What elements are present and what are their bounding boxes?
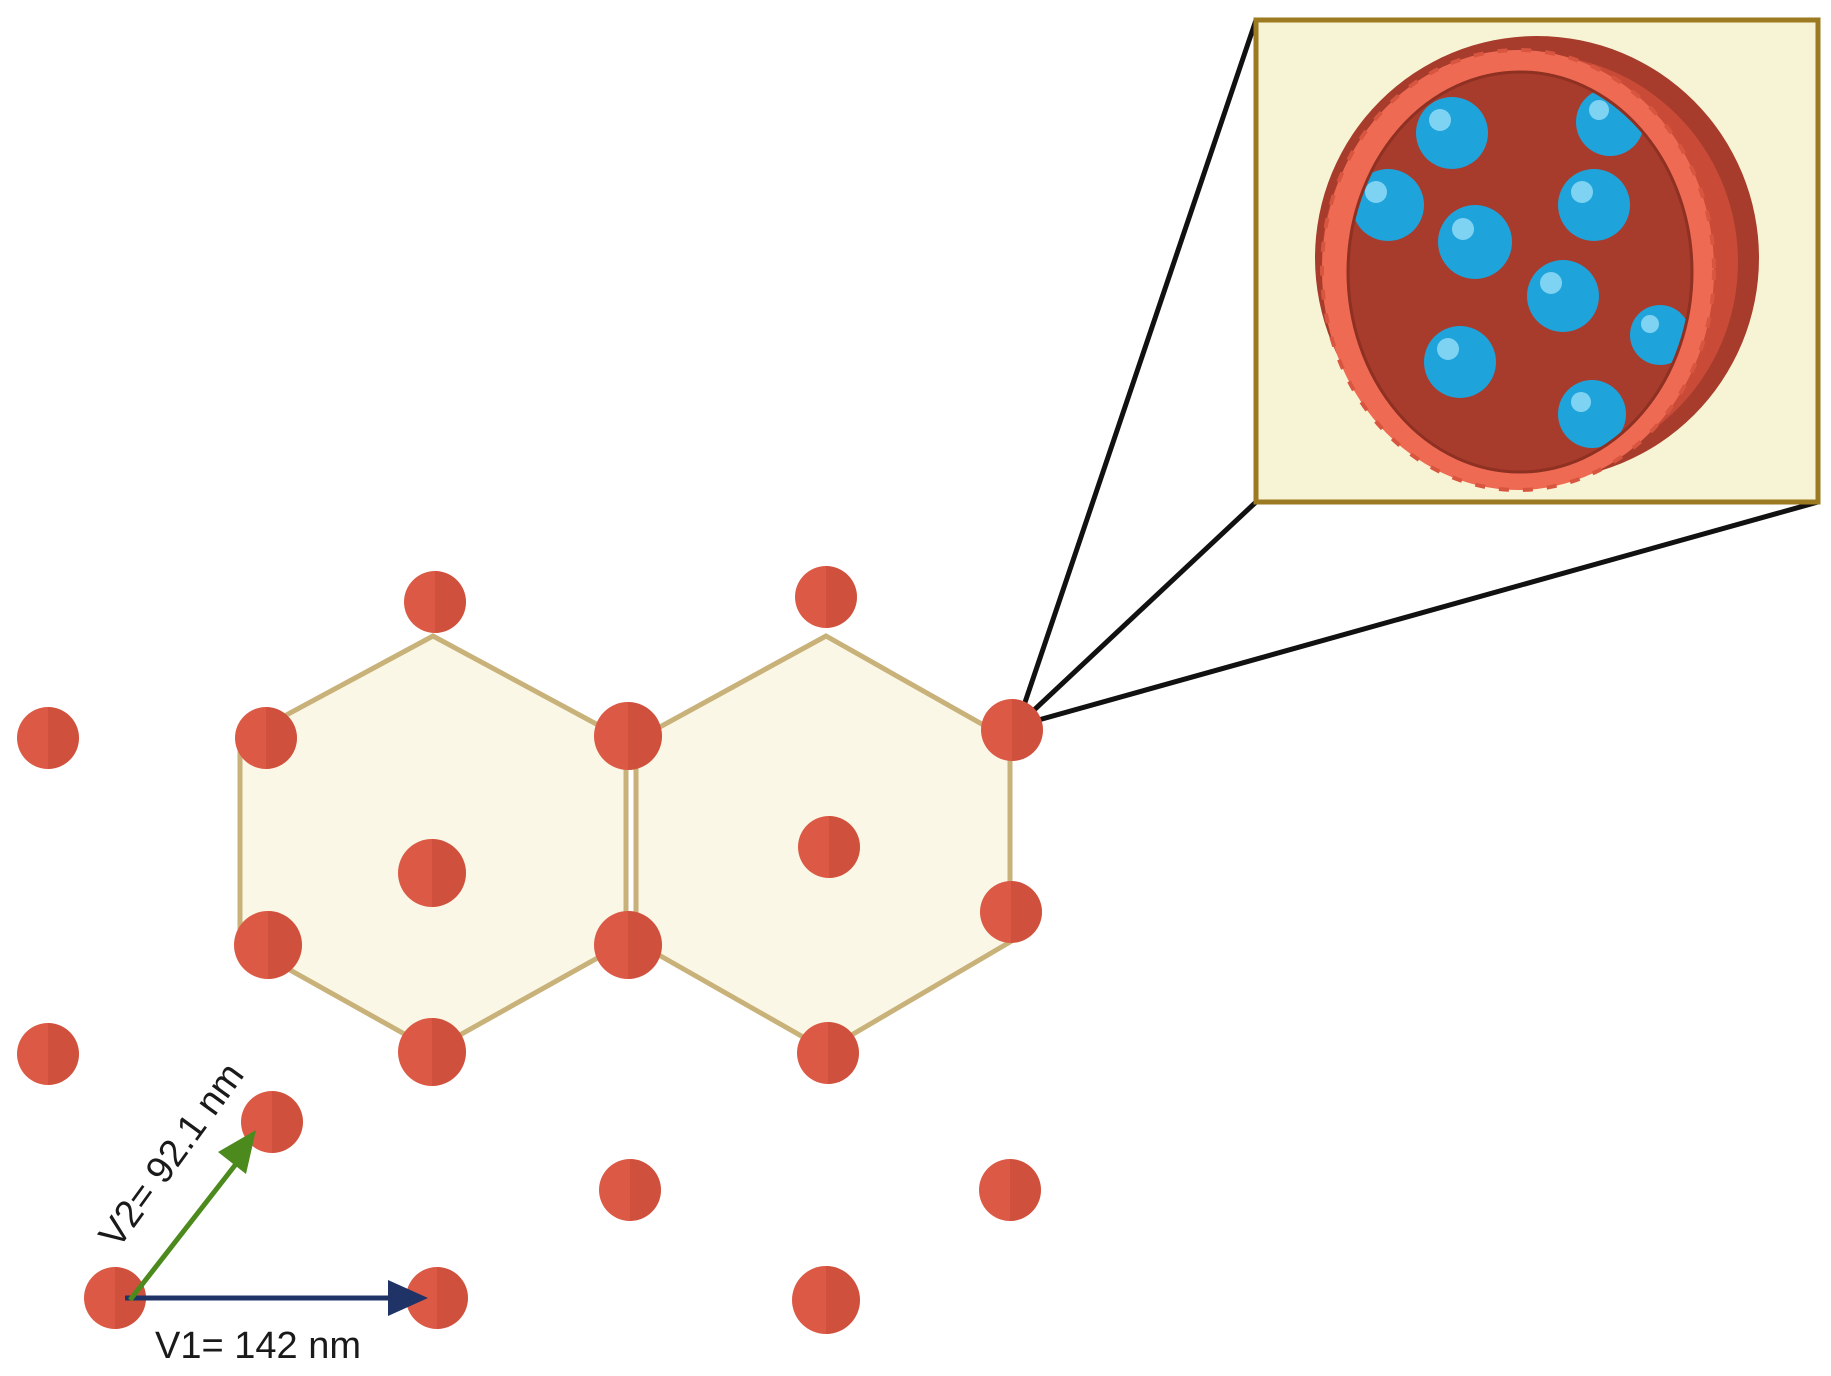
v1-arrow bbox=[125, 1280, 428, 1316]
particle bbox=[398, 839, 466, 907]
v2-arrow bbox=[128, 1130, 256, 1302]
particle bbox=[594, 702, 662, 770]
inclusion bbox=[1416, 97, 1488, 169]
particle bbox=[17, 1023, 79, 1085]
hexagon-cells bbox=[237, 633, 1013, 1053]
inclusion bbox=[1558, 169, 1630, 241]
particle bbox=[795, 566, 857, 628]
inclusion bbox=[1424, 326, 1496, 398]
zoom-inset bbox=[1253, 17, 1821, 505]
particle bbox=[17, 707, 79, 769]
inclusion bbox=[1438, 205, 1512, 279]
particle bbox=[235, 707, 297, 769]
particle bbox=[980, 881, 1042, 943]
v1-label: V1= 142 nm bbox=[155, 1325, 361, 1367]
particle bbox=[798, 816, 860, 878]
particle bbox=[234, 911, 302, 979]
particle bbox=[241, 1091, 303, 1153]
particle bbox=[981, 699, 1043, 761]
inclusion bbox=[1527, 260, 1599, 332]
callout-lines bbox=[1014, 19, 1819, 729]
particle bbox=[406, 1267, 468, 1329]
particle bbox=[398, 1018, 466, 1086]
inclusion bbox=[1630, 305, 1690, 365]
inclusion bbox=[1558, 380, 1626, 448]
inclusion bbox=[1352, 169, 1424, 241]
particle bbox=[599, 1159, 661, 1221]
lattice-particles bbox=[17, 566, 1043, 1334]
particle bbox=[404, 571, 466, 633]
particle bbox=[797, 1022, 859, 1084]
particle bbox=[792, 1266, 860, 1334]
particle-cross-section bbox=[1315, 36, 1759, 492]
nanoinclusions bbox=[1352, 88, 1690, 448]
particle bbox=[594, 911, 662, 979]
particle bbox=[979, 1159, 1041, 1221]
